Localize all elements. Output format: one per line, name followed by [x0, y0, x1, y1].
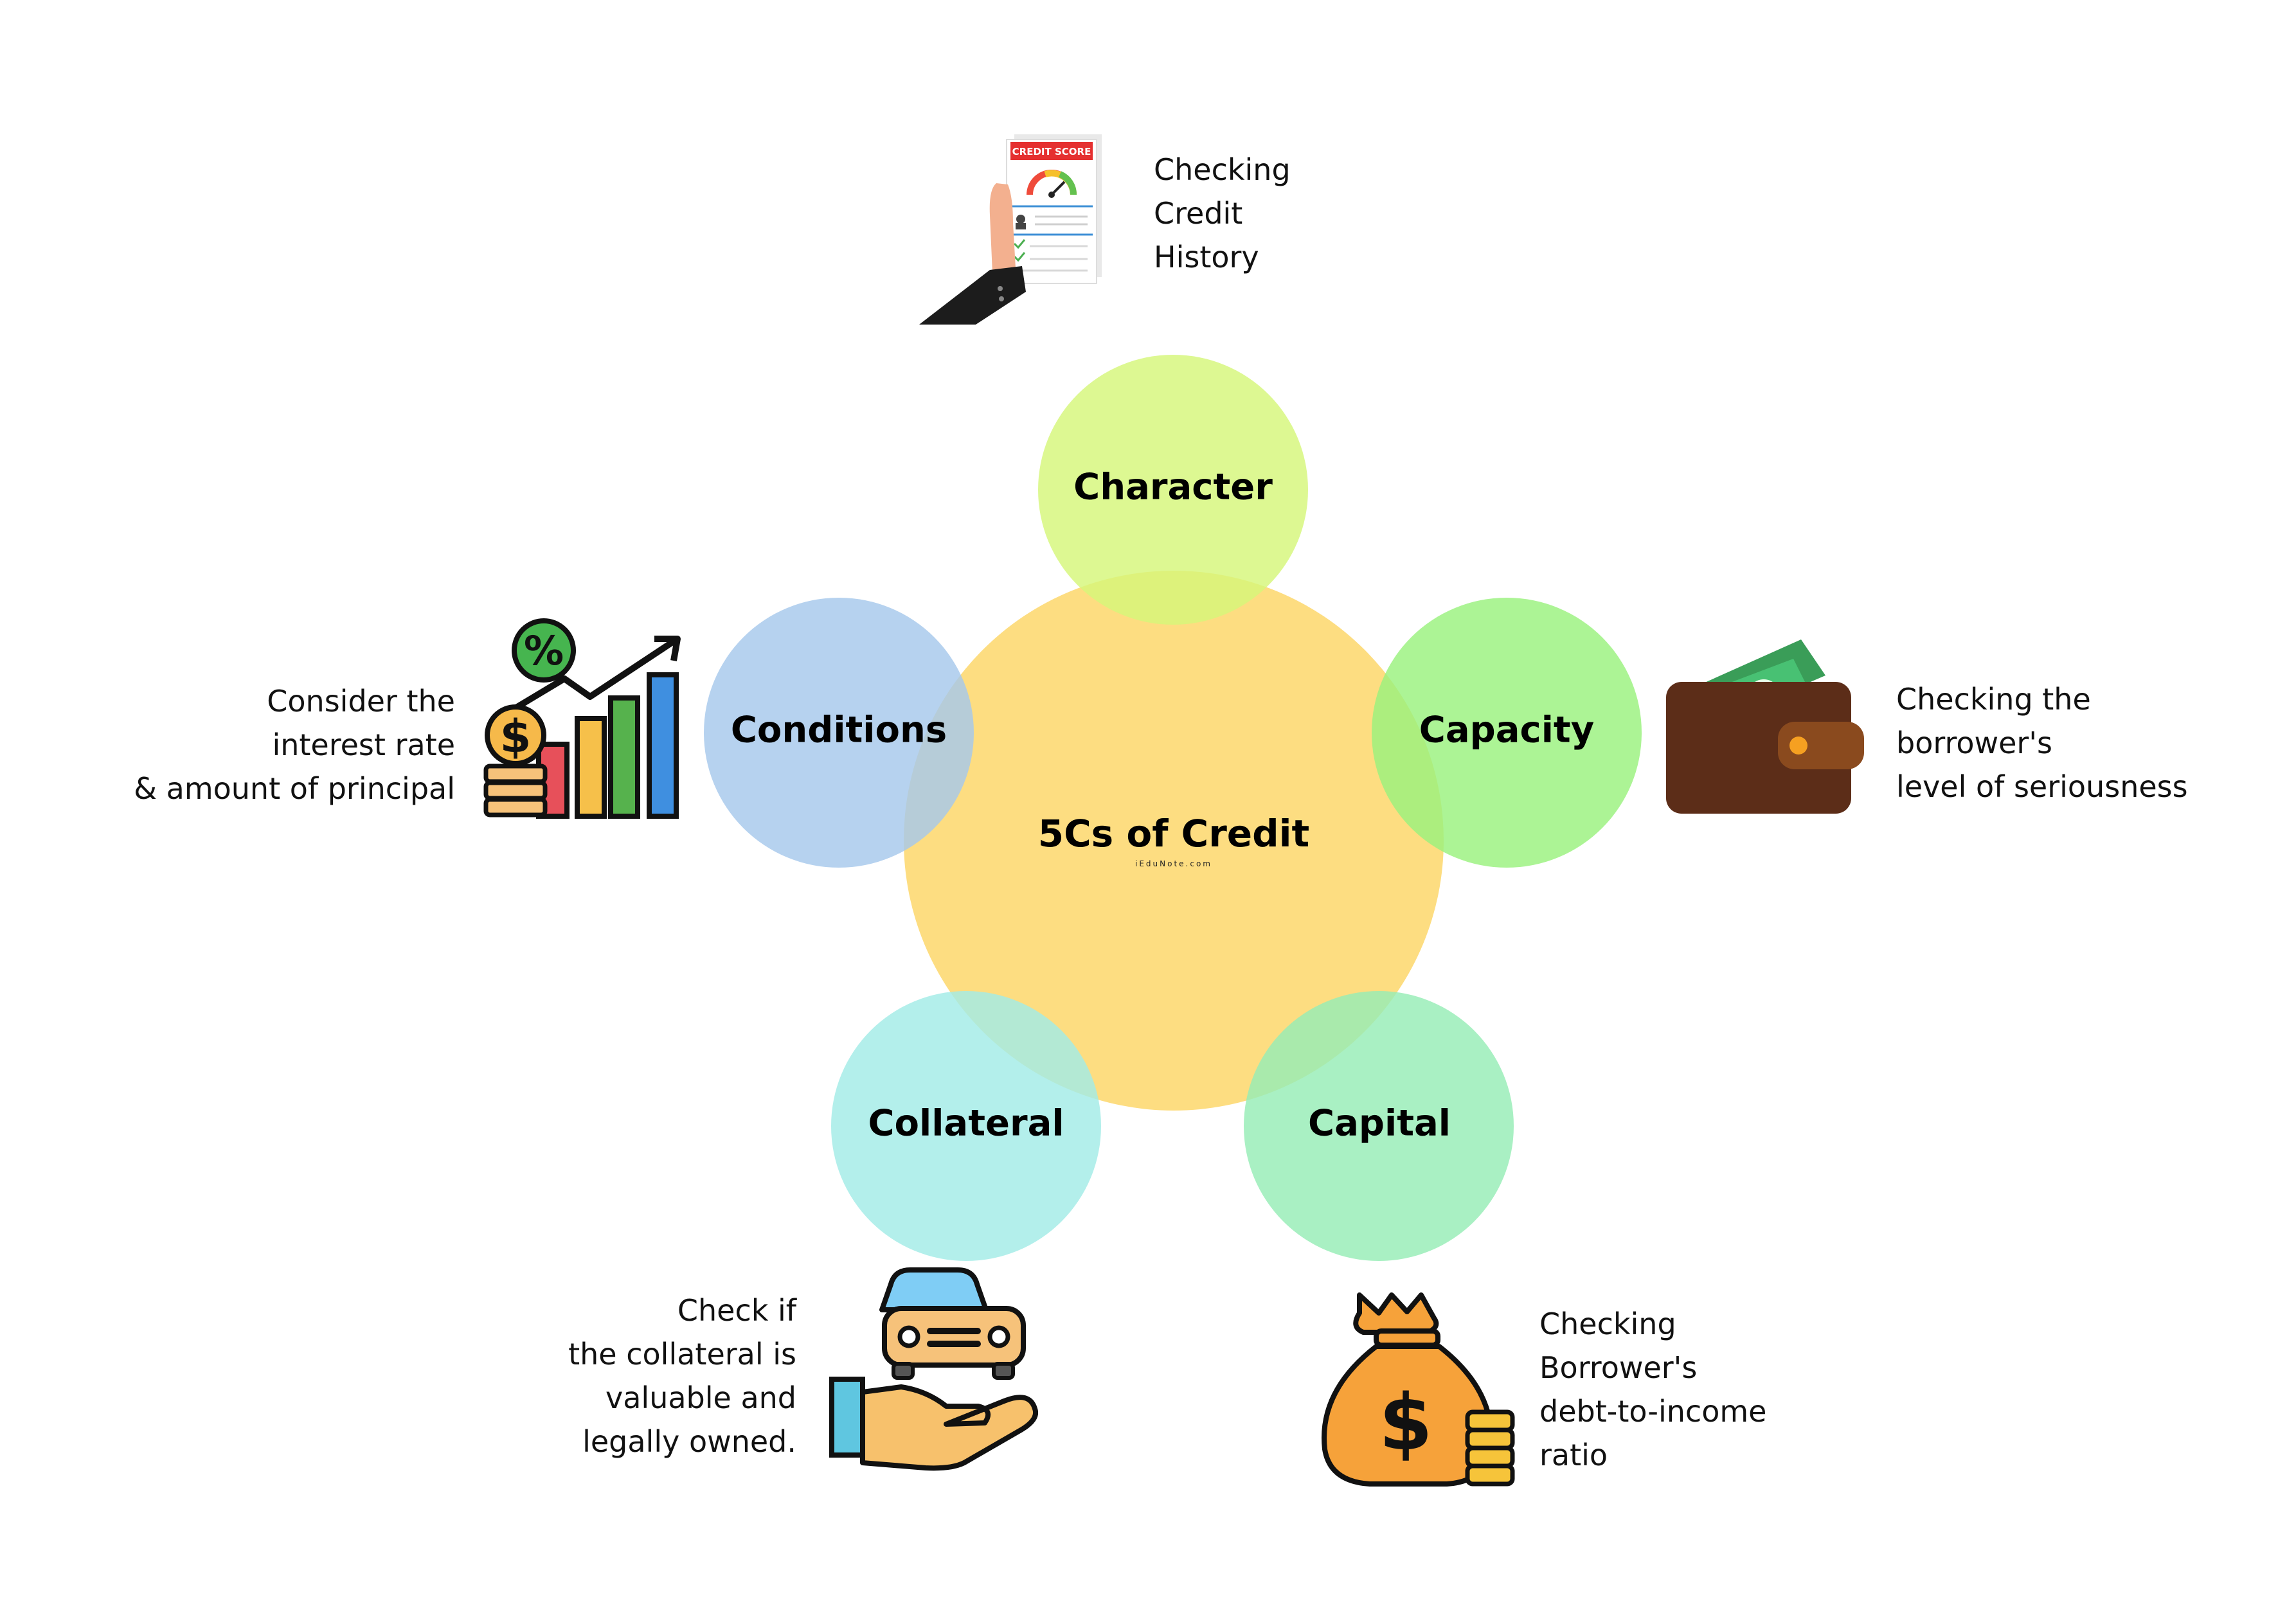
svg-text:$: $ — [1379, 1379, 1433, 1468]
description-line: the collateral is — [568, 1337, 796, 1371]
credit-score-label: CREDIT SCORE — [1012, 146, 1091, 157]
conditions-label: Conditions — [730, 709, 947, 751]
character-circle — [1038, 355, 1308, 625]
svg-text:%: % — [524, 627, 564, 674]
description-line: interest rate — [272, 728, 455, 762]
description-line: debt-to-income — [1539, 1394, 1767, 1429]
money-bag-icon: $ — [1322, 1292, 1515, 1487]
conditions-description: Consider the interest rate & amount of p… — [134, 679, 455, 810]
conditions-circle — [704, 598, 974, 868]
capital-circle — [1244, 991, 1514, 1261]
description-line: borrower's — [1896, 726, 2052, 760]
description-line: Checking — [1154, 152, 1291, 187]
capacity-description: Checking the borrower's level of serious… — [1896, 677, 2188, 809]
description-line: valuable and — [605, 1380, 796, 1415]
description-line: Consider the — [267, 684, 455, 719]
collateral-label: Collateral — [868, 1102, 1064, 1145]
description-line: Checking — [1539, 1307, 1676, 1341]
description-line: legally owned. — [582, 1424, 796, 1459]
description-line: History — [1154, 240, 1259, 274]
interest-growth-chart-icon: % $ — [483, 618, 681, 819]
description-line: level of seriousness — [1896, 769, 2188, 804]
center-title: 5Cs of Credit — [1037, 812, 1310, 855]
description-line: Credit — [1154, 196, 1243, 231]
collateral-description: Check if the collateral is valuable and … — [568, 1289, 796, 1463]
character-label: Character — [1073, 466, 1273, 508]
car-in-hand-icon — [829, 1267, 1038, 1471]
wallet-icon — [1666, 639, 1864, 814]
capacity-circle — [1372, 598, 1642, 868]
capital-label: Capital — [1308, 1102, 1451, 1145]
capital-description: Checking Borrower's debt-to-income ratio — [1539, 1302, 1766, 1477]
collateral-circle — [831, 991, 1101, 1261]
description-line: Check if — [677, 1293, 796, 1328]
description-line: & amount of principal — [134, 771, 455, 806]
description-line: Borrower's — [1539, 1350, 1698, 1385]
character-description: Checking Credit History — [1154, 148, 1291, 279]
credit-score-report-icon: CREDIT SCORE — [919, 134, 1102, 325]
watermark-text: iEduNote.com — [1135, 859, 1212, 868]
description-line: Checking the — [1896, 682, 2091, 717]
svg-text:$: $ — [500, 710, 532, 763]
description-line: ratio — [1539, 1438, 1608, 1472]
capacity-label: Capacity — [1419, 709, 1595, 751]
